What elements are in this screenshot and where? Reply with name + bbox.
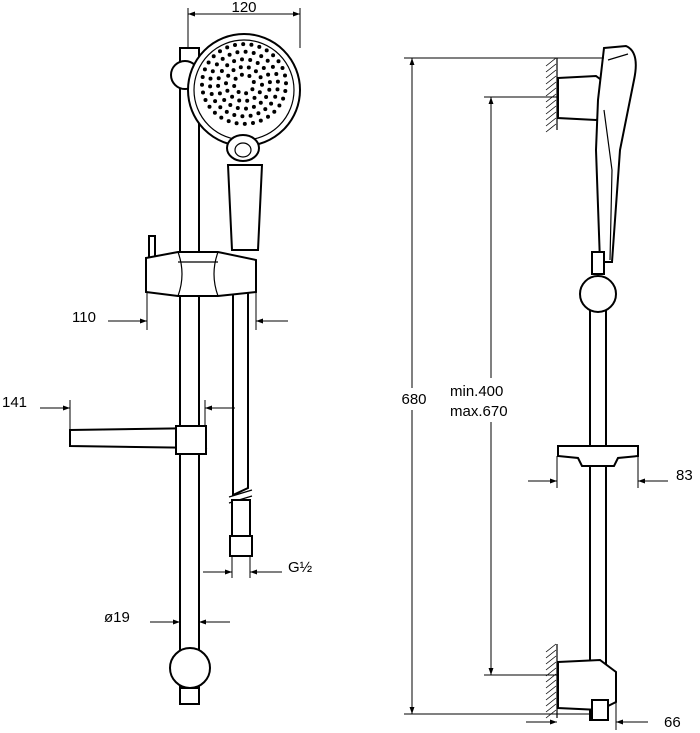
dim-head-width: 120	[187, 0, 301, 48]
dim-bracket-depth: 66	[526, 702, 681, 731]
dim-label-min: min.400	[450, 383, 503, 400]
dim-label-110: 110	[72, 309, 96, 326]
dim-label-66: 66	[664, 714, 681, 731]
dim-soap-offset: 141	[2, 394, 235, 430]
dim-total-height: 680	[396, 57, 604, 715]
slide-rail	[179, 47, 200, 705]
dim-rail-diameter: ø19	[104, 609, 230, 626]
dim-adjustment-range: min.400 max.670	[446, 96, 558, 676]
bottom-wall-bracket	[169, 647, 211, 689]
slider-holder	[145, 251, 257, 297]
handshower-handle	[226, 164, 264, 251]
spray-nozzles	[200, 42, 288, 126]
shower-hose	[232, 284, 249, 497]
dim-slider-offset: 110	[72, 292, 288, 330]
dim-label-120: 120	[231, 0, 256, 16]
side-view: 680 min.400 max.670 83 66	[396, 44, 693, 731]
dim-label-d19: ø19	[104, 609, 130, 626]
dim-dish-depth: 83	[528, 456, 693, 488]
side-soap-dish	[557, 445, 639, 467]
dim-label-83: 83	[676, 467, 693, 484]
spray-mode-selector	[226, 134, 260, 162]
front-view: 120 110 141 G½	[2, 0, 313, 705]
dim-hose-thread: G½	[203, 556, 313, 578]
dim-label-141: 141	[2, 394, 27, 411]
side-handshower	[594, 44, 637, 263]
side-rail	[589, 299, 607, 721]
wall-section-top	[545, 57, 558, 133]
dim-label-g-half: G½	[288, 559, 313, 576]
wall-section-bottom	[545, 643, 558, 719]
side-slider	[579, 275, 617, 313]
dim-label-680: 680	[401, 391, 426, 408]
slider-knob	[148, 235, 156, 259]
dim-label-max: max.670	[450, 403, 508, 420]
